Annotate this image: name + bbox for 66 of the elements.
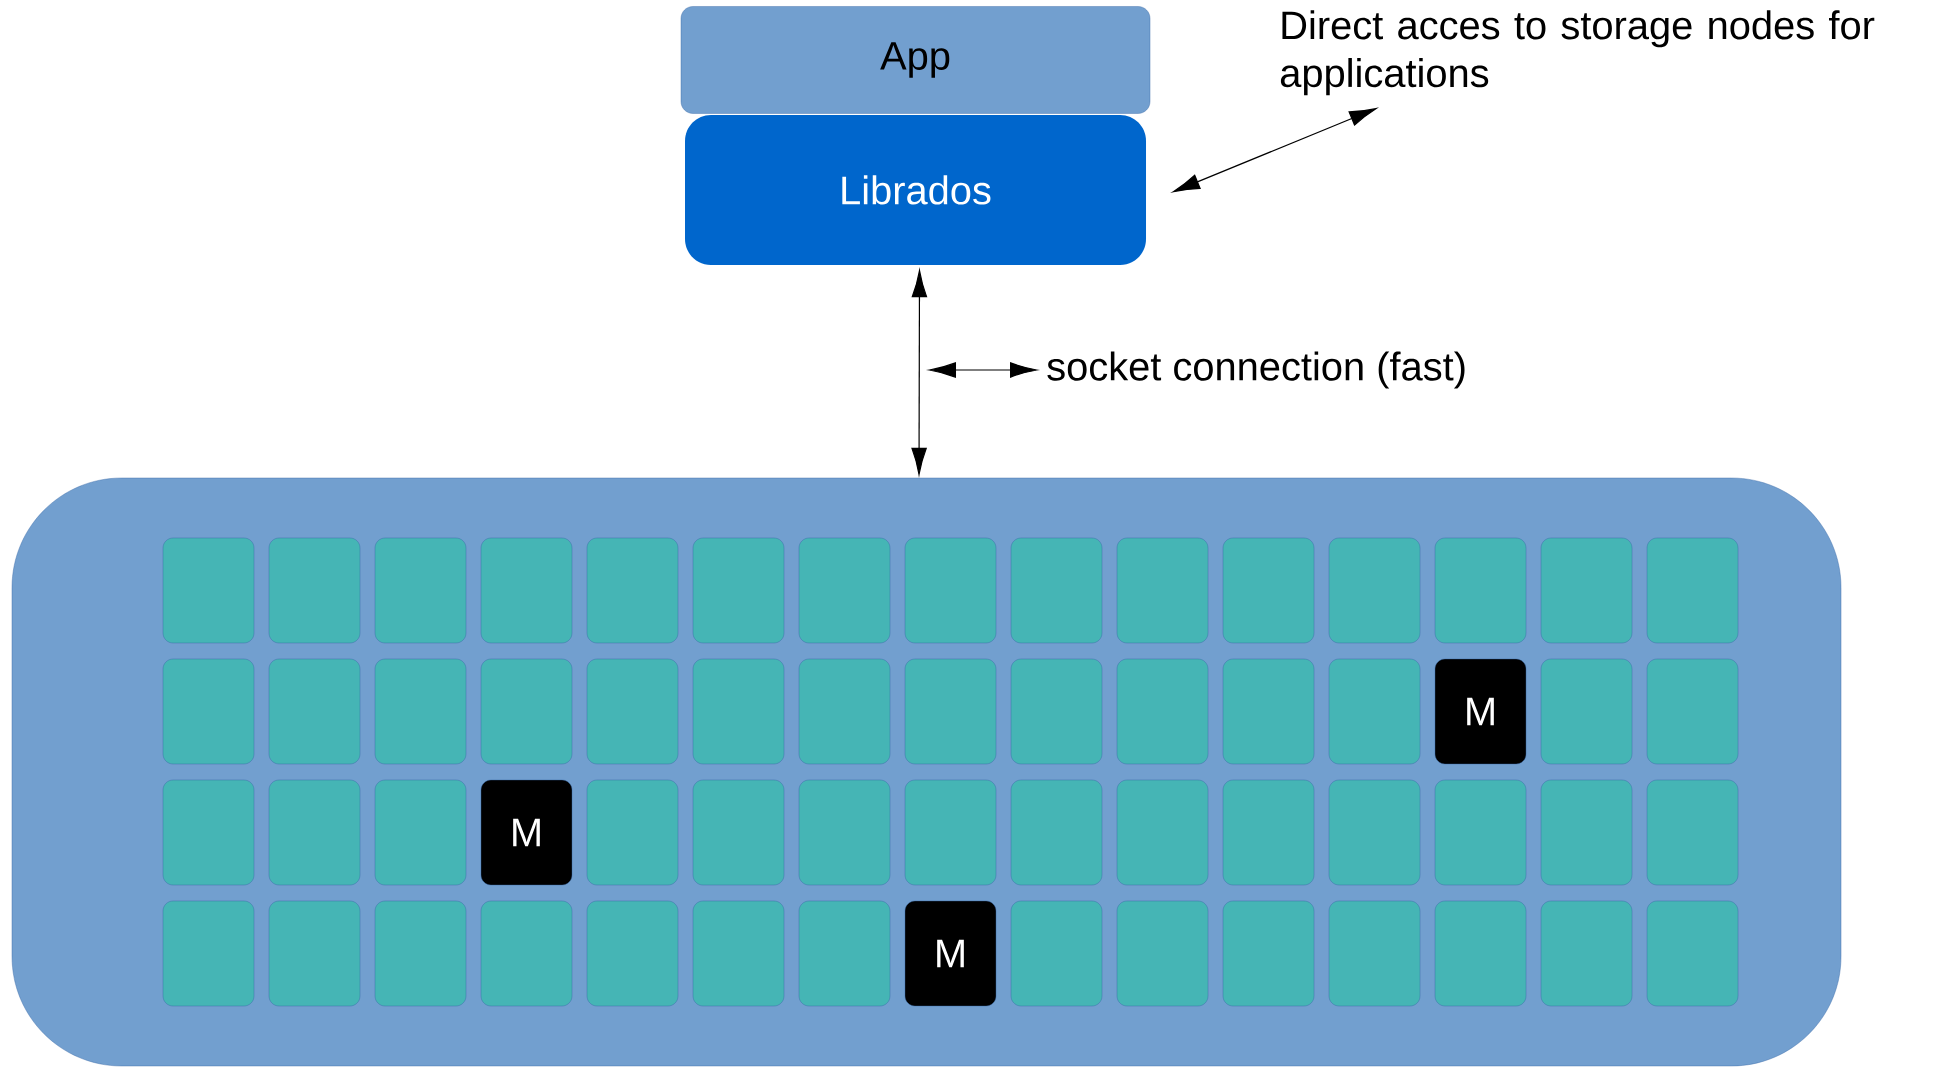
storage-node-box: [692, 900, 785, 1007]
storage-node-box: [1116, 900, 1209, 1007]
storage-node-box: [480, 900, 573, 1007]
storage-node-box: [480, 537, 573, 644]
storage-node-box: [1222, 537, 1315, 644]
storage-node-box: [798, 900, 891, 1007]
storage-node-box: [1222, 658, 1315, 765]
storage-node-box: [904, 779, 997, 886]
storage-node-box: [692, 658, 785, 765]
storage-node-box: [1646, 900, 1739, 1007]
storage-node-box: [798, 658, 891, 765]
annotation-text: socket connection (fast): [1047, 351, 1465, 389]
app-box: App: [680, 6, 1151, 114]
storage-node-box: [1116, 537, 1209, 644]
annotation-text: Direct acces to storage nodes for applications: [1280, 10, 1875, 96]
storage-node-box: [1116, 779, 1209, 886]
storage-node-box: [798, 537, 891, 644]
storage-node-box: [162, 658, 255, 765]
storage-node-box: [1434, 537, 1527, 644]
storage-node-box: [1116, 658, 1209, 765]
storage-node-box: [374, 658, 467, 765]
storage-node-box: [586, 779, 679, 886]
storage-node-box: [268, 658, 361, 765]
storage-node-box: [1010, 779, 1103, 886]
storage-node-box: [374, 900, 467, 1007]
monitor-box: M: [480, 779, 573, 886]
storage-node-box: [1646, 658, 1739, 765]
storage-node-box: [162, 537, 255, 644]
storage-node-box: [1010, 900, 1103, 1007]
storage-node-box: [586, 658, 679, 765]
storage-node-box: [1010, 537, 1103, 644]
library-box: Librados: [685, 115, 1146, 265]
storage-node-box: [904, 537, 997, 644]
storage-node-box: [1328, 900, 1421, 1007]
storage-node-box: [268, 537, 361, 644]
storage-node-box: [1646, 537, 1739, 644]
storage-node-box: [1540, 658, 1633, 765]
storage-node-box: [586, 900, 679, 1007]
storage-node-box: [1540, 900, 1633, 1007]
storage-node-box: [1328, 658, 1421, 765]
arrow: [1172, 108, 1377, 193]
storage-node-box: [1010, 658, 1103, 765]
storage-node-box: [480, 658, 573, 765]
storage-node-box: [692, 537, 785, 644]
arrow: [928, 362, 1038, 378]
storage-node-box: [162, 900, 255, 1007]
storage-node-box: [268, 900, 361, 1007]
storage-node-box: [374, 779, 467, 886]
monitor-box: M: [1434, 658, 1527, 765]
storage-node-box: [1222, 900, 1315, 1007]
storage-node-box: [162, 779, 255, 886]
storage-node-box: [374, 537, 467, 644]
storage-node-box: [268, 779, 361, 886]
monitor-box: M: [904, 900, 997, 1007]
storage-node-box: [904, 658, 997, 765]
storage-node-box: [1434, 779, 1527, 886]
storage-node-box: [1222, 779, 1315, 886]
storage-node-box: [798, 779, 891, 886]
storage-node-box: [1328, 779, 1421, 886]
storage-node-box: [1328, 537, 1421, 644]
storage-node-box: [692, 779, 785, 886]
storage-node-box: [1434, 900, 1527, 1007]
storage-node-box: [586, 537, 679, 644]
storage-node-box: [1540, 537, 1633, 644]
storage-node-box: [1646, 779, 1739, 886]
storage-node-box: [1540, 779, 1633, 886]
